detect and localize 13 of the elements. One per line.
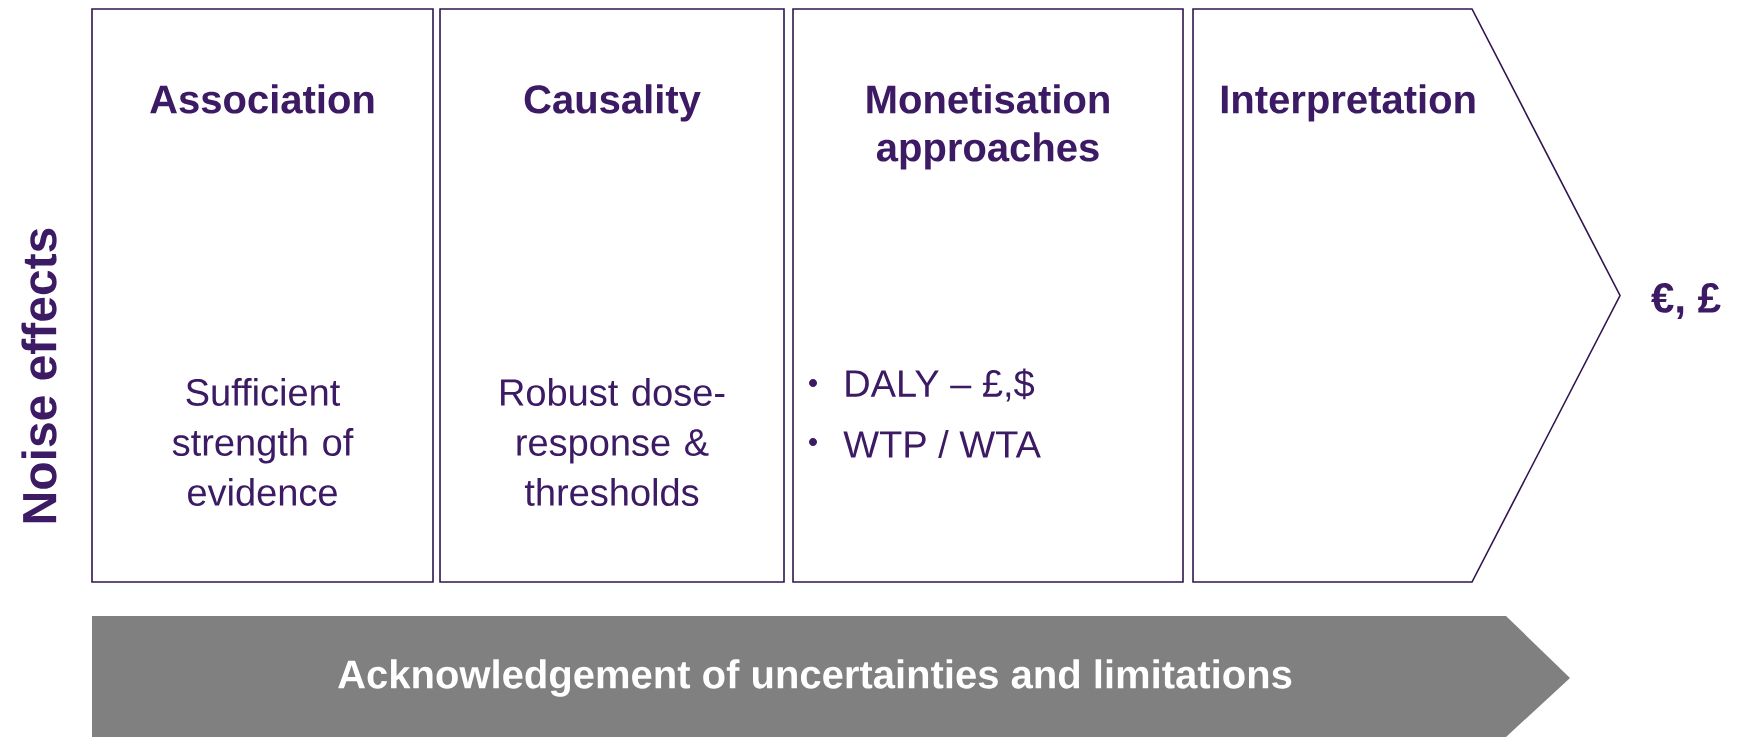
description: Robust dose-response & thresholds bbox=[501, 378, 725, 506]
stage-box bbox=[439, 8, 785, 583]
side-label: Noise effects bbox=[21, 228, 57, 523]
stage-box bbox=[792, 8, 1184, 583]
heading: Interpretation bbox=[1221, 84, 1475, 122]
heading: Monetisation approaches bbox=[867, 84, 1109, 170]
bullet-item: WTP / WTA bbox=[809, 430, 1041, 458]
stage-box bbox=[91, 8, 434, 583]
stage-arrow-box bbox=[1192, 8, 1621, 583]
heading: Association bbox=[150, 84, 374, 114]
description: Sufficient strength of evidence bbox=[172, 378, 354, 506]
heading: Causality bbox=[524, 84, 701, 122]
bullet-item: DALY – £,$ bbox=[809, 368, 1035, 402]
